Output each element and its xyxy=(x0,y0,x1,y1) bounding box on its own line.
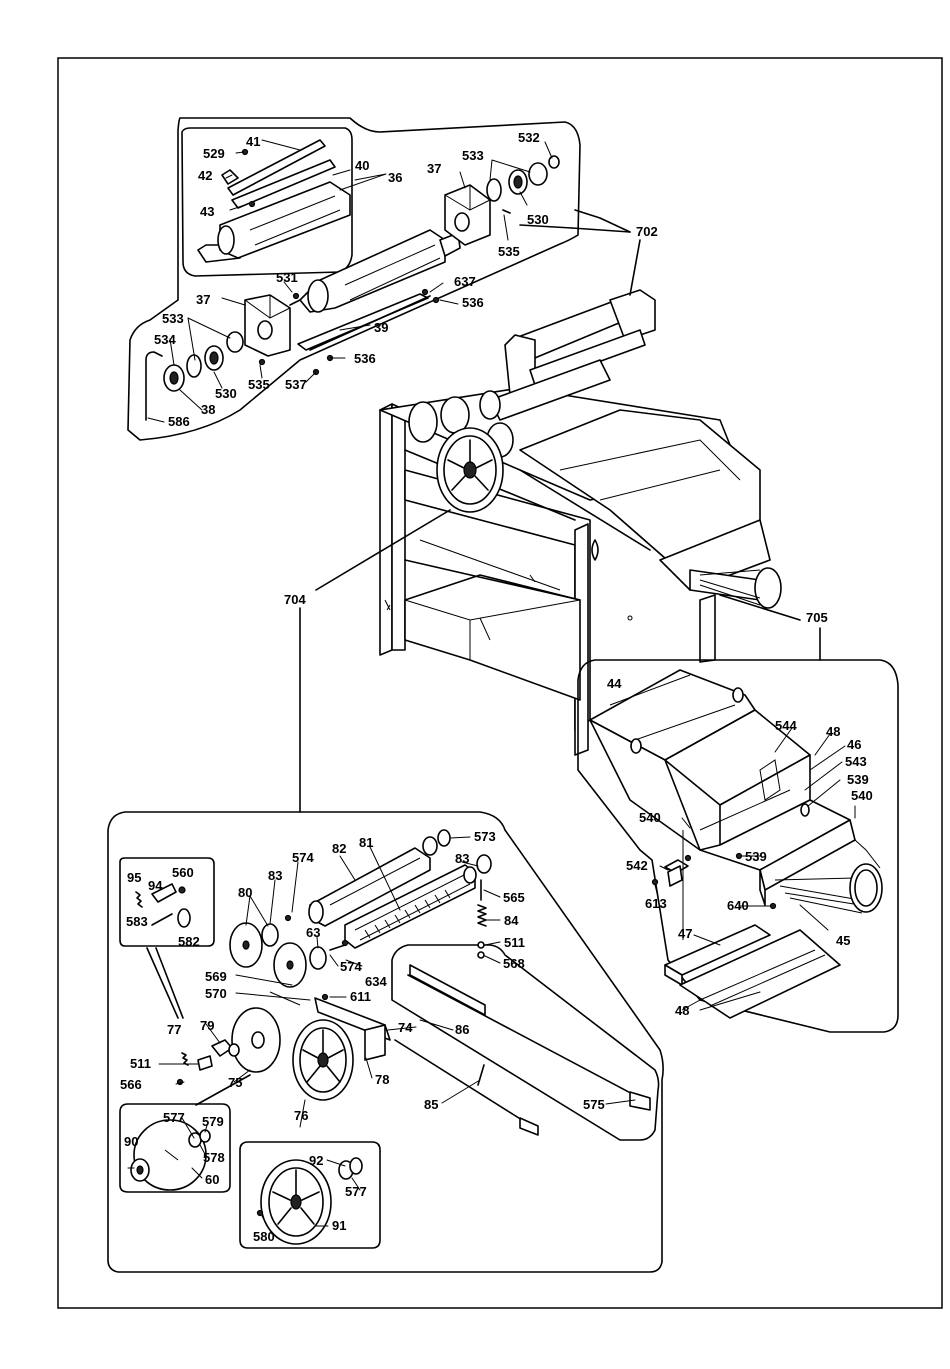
part-label: 42 xyxy=(198,168,212,183)
part-label: 36 xyxy=(388,170,402,185)
part-label: 568 xyxy=(503,956,525,971)
part-label: 569 xyxy=(205,969,227,984)
part-label: 530 xyxy=(215,386,237,401)
part-label: 543 xyxy=(845,754,867,769)
part-label: 640 xyxy=(727,898,749,913)
part-label: 46 xyxy=(847,737,861,752)
part-label: 43 xyxy=(200,204,214,219)
part-label: 90 xyxy=(124,1134,138,1149)
part-label: 94 xyxy=(148,878,163,893)
part-label: 531 xyxy=(276,270,298,285)
part-label: 570 xyxy=(205,986,227,1001)
part-label: 85 xyxy=(424,1097,438,1112)
part-label: 580 xyxy=(253,1229,275,1244)
part-label: 60 xyxy=(205,1172,219,1187)
part-label: 575 xyxy=(583,1097,605,1112)
part-label: 535 xyxy=(498,244,520,259)
part-label: 574 xyxy=(292,850,314,865)
part-label: 582 xyxy=(178,934,200,949)
part-label: 535 xyxy=(248,377,270,392)
part-label: 39 xyxy=(374,320,388,335)
part-label: 77 xyxy=(167,1022,181,1037)
part-label: 78 xyxy=(375,1072,389,1087)
part-label: 86 xyxy=(455,1022,469,1037)
part-label: 574 xyxy=(340,959,362,974)
part-label: 95 xyxy=(127,870,141,885)
part-label: 577 xyxy=(163,1110,185,1125)
part-label: 634 xyxy=(365,974,387,989)
callout-702: 702 xyxy=(636,224,658,239)
part-label: 583 xyxy=(126,914,148,929)
part-label: 83 xyxy=(268,868,282,883)
part-label: 511 xyxy=(504,935,525,950)
part-label: 76 xyxy=(294,1108,308,1123)
part-label: 83 xyxy=(455,851,469,866)
detail-group-705 xyxy=(578,660,898,1032)
part-label: 532 xyxy=(518,130,540,145)
part-label: 578 xyxy=(203,1150,225,1165)
part-label: 539 xyxy=(745,849,767,864)
part-label: 577 xyxy=(345,1184,367,1199)
part-label: 530 xyxy=(527,212,549,227)
part-label: 91 xyxy=(332,1218,346,1233)
part-label: 536 xyxy=(354,351,376,366)
part-label: 542 xyxy=(626,858,648,873)
part-label: 47 xyxy=(678,926,692,941)
part-label: 579 xyxy=(202,1114,224,1129)
part-label: 45 xyxy=(836,933,850,948)
part-label: 63 xyxy=(306,925,320,940)
part-label: 586 xyxy=(168,414,190,429)
part-label: 511 xyxy=(130,1056,151,1071)
part-label: 611 xyxy=(350,989,371,1004)
part-label: 544 xyxy=(775,718,797,733)
part-label: 82 xyxy=(332,841,346,856)
callout-705: 705 xyxy=(806,610,828,625)
part-label: 79 xyxy=(200,1018,214,1033)
part-label: 81 xyxy=(359,835,373,850)
part-label: 41 xyxy=(246,134,260,149)
part-label: 80 xyxy=(238,885,252,900)
part-label: 40 xyxy=(355,158,369,173)
part-label: 534 xyxy=(154,332,176,347)
part-label: 48 xyxy=(675,1003,689,1018)
callout-704: 704 xyxy=(284,592,306,607)
part-label: 37 xyxy=(427,161,441,176)
detail-group-704 xyxy=(108,812,663,1272)
part-label: 613 xyxy=(645,896,667,911)
part-label: 540 xyxy=(639,810,661,825)
part-label: 566 xyxy=(120,1077,142,1092)
part-label: 44 xyxy=(607,676,622,691)
part-label: 565 xyxy=(503,890,525,905)
part-label: 74 xyxy=(398,1020,413,1035)
part-label: 533 xyxy=(462,148,484,163)
part-label: 38 xyxy=(201,402,215,417)
part-label: 92 xyxy=(309,1153,323,1168)
leader-lines xyxy=(128,140,855,1234)
part-label: 48 xyxy=(826,724,840,739)
part-label: 37 xyxy=(196,292,210,307)
part-label: 84 xyxy=(504,913,519,928)
part-label: 637 xyxy=(454,274,476,289)
part-label: 540 xyxy=(851,788,873,803)
part-label: 560 xyxy=(172,865,194,880)
part-label: 537 xyxy=(285,377,307,392)
part-label: 533 xyxy=(162,311,184,326)
part-label: 539 xyxy=(847,772,869,787)
part-label: 573 xyxy=(474,829,496,844)
part-label: 75 xyxy=(228,1075,242,1090)
part-label: 529 xyxy=(203,146,225,161)
part-label: 536 xyxy=(462,295,484,310)
